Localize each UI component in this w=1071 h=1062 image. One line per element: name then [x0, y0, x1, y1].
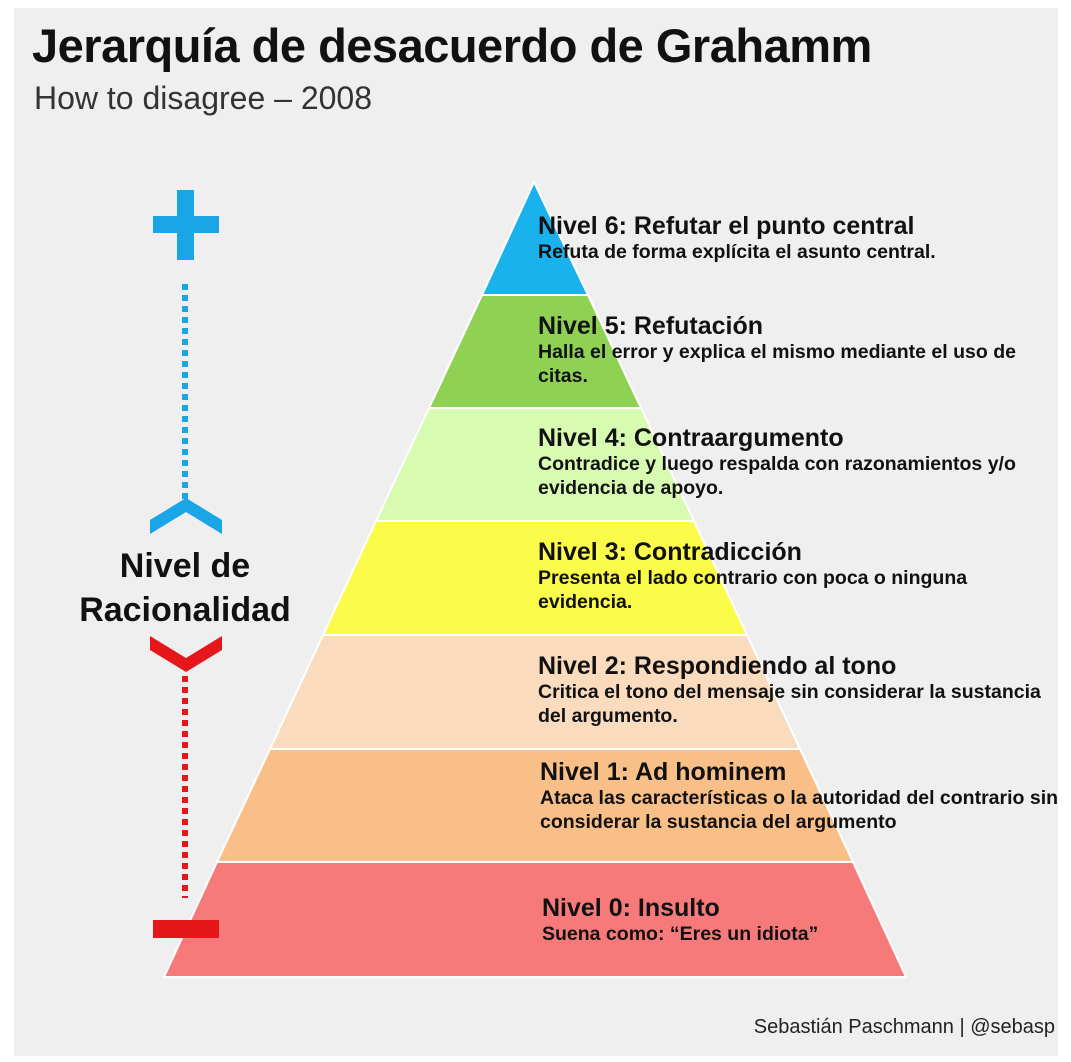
- level-6-title: Nivel 6: Refutar el punto central: [538, 212, 915, 240]
- level-0-text: Nivel 0: Insulto Suena como: “Eres un id…: [542, 894, 1062, 946]
- page-subtitle: How to disagree – 2008: [34, 80, 372, 116]
- pyramid-tier-0: [162, 861, 908, 978]
- level-3-description: Presenta el lado contrario con poca o ni…: [538, 567, 968, 613]
- level-4-description: Contradice y luego respalda con razonami…: [538, 453, 1016, 499]
- level-4-text: Nivel 4: Contraargumento Contradice y lu…: [538, 424, 1058, 500]
- level-5-text: Nivel 5: Refutación Halla el error y exp…: [538, 312, 1058, 388]
- level-0-title: Nivel 0: Insulto: [542, 894, 720, 922]
- level-6-text: Nivel 6: Refutar el punto central Refuta…: [538, 212, 1058, 264]
- level-1-title: Nivel 1: Ad hominem: [540, 758, 787, 786]
- level-2-title: Nivel 2: Respondiendo al tono: [538, 652, 897, 680]
- page-title: Jerarquía de desacuerdo de Grahamm: [32, 19, 872, 72]
- level-5-description: Halla el error y explica el mismo median…: [538, 341, 1016, 387]
- chevron-up-icon: [150, 498, 222, 534]
- level-2-text: Nivel 2: Respondiendo al tono Critica el…: [538, 652, 1058, 728]
- level-2-description: Critica el tono del mensaje sin consider…: [538, 681, 1041, 727]
- level-1-text: Nivel 1: Ad hominem Ataca las caracterís…: [540, 758, 1060, 834]
- level-0-description: Suena como: “Eres un idiota”: [542, 923, 819, 945]
- plus-icon: [153, 190, 219, 260]
- level-5-title: Nivel 5: Refutación: [538, 312, 764, 340]
- author-credit: Sebastián Paschmann | @sebasp: [753, 1016, 1055, 1038]
- chevron-down-icon: [150, 636, 222, 672]
- scale-label: Nivel de Racionalidad: [40, 544, 330, 632]
- minus-icon: [153, 920, 219, 938]
- level-6-description: Refuta de forma explícita el asunto cent…: [538, 241, 936, 263]
- level-3-title: Nivel 3: Contradicción: [538, 538, 802, 566]
- level-3-text: Nivel 3: Contradicción Presenta el lado …: [538, 538, 1058, 614]
- level-4-title: Nivel 4: Contraargumento: [538, 424, 844, 452]
- level-1-description: Ataca las características o la autoridad…: [540, 787, 1059, 833]
- scale-label-line2: Racionalidad: [79, 591, 291, 629]
- scale-label-line1: Nivel de: [119, 547, 251, 585]
